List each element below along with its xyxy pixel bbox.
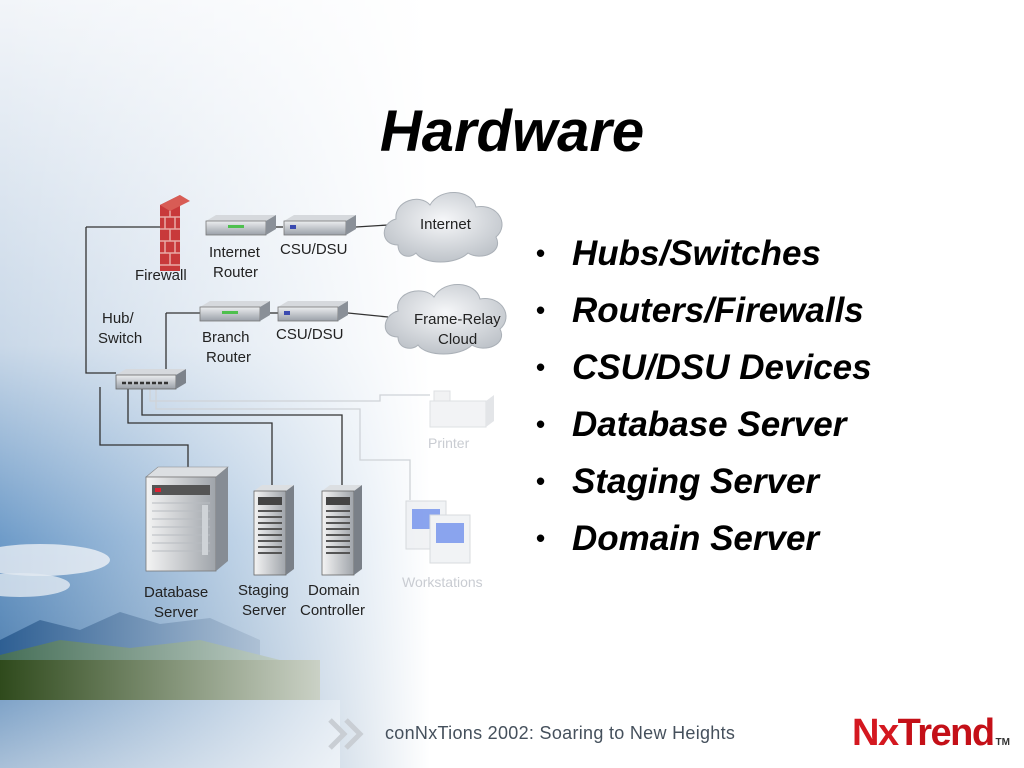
branch-router-label-1: Branch: [202, 329, 250, 346]
brand-trademark: TM: [995, 737, 1010, 748]
brand-logo-part1: Nx: [852, 712, 899, 754]
internet-cloud-label: Internet: [420, 216, 472, 233]
bullet-item: • Domain Server: [530, 510, 1010, 567]
firewall-icon: [160, 195, 190, 271]
database-server-label-1: Database: [144, 584, 208, 601]
faded-connection-lines: [149, 387, 430, 500]
bullet-dot: •: [536, 352, 546, 382]
bullet-item: • Staging Server: [530, 453, 1010, 510]
bullet-item: • Database Server: [530, 396, 1010, 453]
hub-switch-label-1: Hub/: [102, 310, 135, 327]
domain-controller-icon: [321, 485, 362, 576]
bullet-item: • Hubs/Switches: [530, 225, 1010, 282]
database-server-label-2: Server: [154, 604, 198, 621]
bullet-text: Database Server: [572, 405, 847, 444]
connection-lines: [85, 224, 389, 485]
bullet-text: Hubs/Switches: [572, 234, 821, 273]
domain-controller-label-2: Controller: [300, 602, 365, 619]
csu-dsu-top-label: CSU/DSU: [280, 241, 348, 258]
bullet-dot: •: [536, 295, 546, 325]
bullet-dot: •: [536, 409, 546, 439]
internet-cloud-icon: [383, 192, 503, 263]
csu-dsu-top-icon: [283, 215, 356, 236]
bullet-text: Routers/Firewalls: [572, 291, 864, 330]
hub-switch-icon: [115, 369, 186, 390]
frame-relay-label-1: Frame-Relay: [414, 311, 501, 328]
hub-switch-label-2: Switch: [98, 330, 142, 347]
internet-router-label-1: Internet: [209, 244, 261, 261]
workstations-icon: [405, 500, 471, 564]
staging-server-icon: [253, 485, 294, 576]
frame-relay-label-2: Cloud: [438, 331, 477, 348]
network-diagram: Firewall Internet Router CSU/DSU Interne…: [85, 192, 507, 621]
branch-router-icon: [199, 301, 270, 322]
csu-dsu-bottom-icon: [277, 301, 348, 322]
workstations-label: Workstations: [402, 574, 483, 590]
bullet-list: • Hubs/Switches • Routers/Firewalls • CSU/D…: [530, 225, 1010, 567]
staging-server-label-1: Staging: [238, 582, 289, 599]
frame-relay-cloud-icon: [384, 284, 507, 355]
firewall-label: Firewall: [135, 267, 187, 284]
csu-dsu-bottom-label: CSU/DSU: [276, 326, 344, 343]
bullet-text: Staging Server: [572, 462, 820, 501]
branch-router-label-2: Router: [206, 349, 251, 366]
domain-controller-label-1: Domain: [308, 582, 360, 599]
bullet-dot: •: [536, 466, 546, 496]
database-server-icon: [145, 466, 229, 572]
bullet-text: CSU/DSU Devices: [572, 348, 872, 387]
printer-icon: [429, 390, 494, 428]
slide-title: Hardware: [379, 99, 645, 164]
bullet-dot: •: [536, 238, 546, 268]
internet-router-label-2: Router: [213, 264, 258, 281]
footer-tagline: conNxTions 2002: Soaring to New Heights: [385, 723, 736, 743]
internet-router-icon: [205, 215, 276, 236]
bullet-dot: •: [536, 523, 546, 553]
chevron-right-icon: [328, 718, 364, 750]
brand-logo-part2: Trend: [897, 712, 995, 754]
bullet-item: • Routers/Firewalls: [530, 282, 1010, 339]
bullet-text: Domain Server: [572, 519, 820, 558]
staging-server-label-2: Server: [242, 602, 286, 619]
printer-label: Printer: [428, 435, 470, 451]
bullet-item: • CSU/DSU Devices: [530, 339, 1010, 396]
